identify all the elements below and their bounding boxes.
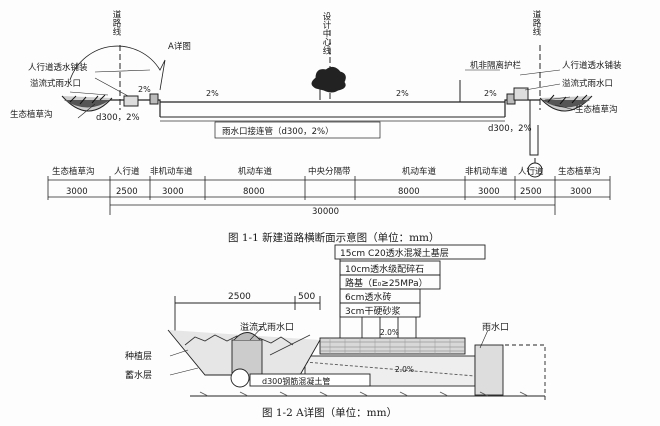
detail-pipe-band [249,373,371,387]
overflow-inlet-right-label: 溢流式雨水口 [562,78,613,89]
slope-lower-label: 2.0% [395,365,414,374]
seg-label-4: 机动车道 [238,166,273,177]
pavement-layers [319,337,466,355]
seg-value-7: 3000 [478,187,500,197]
dimension-lines [47,176,611,215]
detail-rain-inlet-label: 雨水口 [482,321,509,333]
seg-value-3: 3000 [162,187,184,197]
dimension-labels: 生态植草沟 人行道 非机动车道 机动车道 中央分隔带 机动车道 非机动车道 人行… [52,166,601,217]
connection-pipe-callout [214,121,381,139]
seg-value-2: 2500 [116,187,138,197]
connection-pipe-label: 雨水口接连管（d300，2%） [222,126,334,137]
detail-a-labels: 15cm C20透水混凝土基层 10cm透水级配碎石 路基（E₀≥25MPa） … [125,247,509,386]
slope-bike-right-label: 2% [396,89,409,98]
seg-label-3: 非机动车道 [150,166,193,177]
layer-label-3: 路基（E₀≥25MPa） [345,277,428,289]
seg-value-1: 3000 [66,187,88,197]
seg-value-6: 8000 [398,187,420,197]
seg-label-1: 生态植草沟 [52,166,95,177]
detail-pipe-label: d300钢筋混凝土管 [262,376,330,386]
design-centerline-label: 设计中心线 [321,11,331,54]
seg-value-4: 8000 [243,187,265,197]
right-inlet-box [513,87,529,101]
seg-label-2: 人行道 [114,166,140,177]
seg-label-9: 生态植草沟 [558,166,601,177]
seg-label-8: 人行道 [518,166,544,177]
layer-label-5: 3cm干硬砂浆 [345,305,400,317]
total-width-value: 30000 [312,207,339,217]
seg-value-9: 3000 [570,187,592,197]
bioswale-right-label: 生态植草沟 [575,104,618,115]
slope-vehicle-right-label: 2% [484,89,497,98]
slope-upper-label: 2.0% [380,328,399,337]
sidewalk-paving-right-label: 人行道透水铺装 [562,60,622,71]
storage-layer-label: 蓄水层 [125,369,152,381]
slope-sidewalk-left-label: 2% [138,85,151,94]
bioswale-left-label: 生态植草沟 [10,109,53,120]
road-edge-right-label: 道路线 [531,9,541,35]
figure2-caption: 图 1-2 A详图（单位：mm） [262,406,397,419]
seg-label-6: 机动车道 [402,166,437,177]
sidewalk-paving-left-label: 人行道透水铺装 [28,62,88,73]
layer-box-1 [334,244,486,260]
pipe-left-label: d300，2% [96,113,140,123]
detail-a-circle [69,45,166,91]
dim-2500-label: 2500 [228,292,251,302]
detail-pipe-circle [230,368,250,388]
layer-label-4: 6cm透水砖 [345,291,391,303]
detail-overflow-inlet-label: 溢流式雨水口 [240,321,294,333]
top-labels: 道路线 设计中心线 道路线 A详图 人行道透水铺装 溢流式雨水口 生态植草沟 d… [10,9,622,137]
right-vertical-drain [529,100,539,156]
guardrail-label: 机非隔离护栏 [470,60,522,71]
detail-a-drawing [167,244,546,400]
road-edge-left-label: 道路线 [111,9,121,35]
left-inlet-box [123,95,139,107]
slope-bike-left-label: 2% [206,89,219,98]
dim-500-label: 500 [298,292,315,302]
detail-a-label: A详图 [168,41,191,52]
seg-label-7: 非机动车道 [465,166,508,177]
top-cross-section [61,30,593,178]
detail-right-inlet [474,344,504,396]
layer-label-1: 15cm C20透水混凝土基层 [340,247,449,259]
figure1-caption: 图 1-1 新建道路横断面示意图（单位：mm） [228,231,440,244]
seg-label-5: 中央分隔带 [308,166,351,177]
median-tree [311,66,346,100]
seg-value-8: 2500 [520,187,542,197]
left-curb [149,93,159,105]
pipe-right-label: d300，2% [488,124,532,134]
overflow-inlet-left-label: 溢流式雨水口 [30,78,81,89]
planting-layer-label: 种植层 [125,350,152,362]
layer-label-2: 10cm透水级配碎石 [345,263,424,275]
